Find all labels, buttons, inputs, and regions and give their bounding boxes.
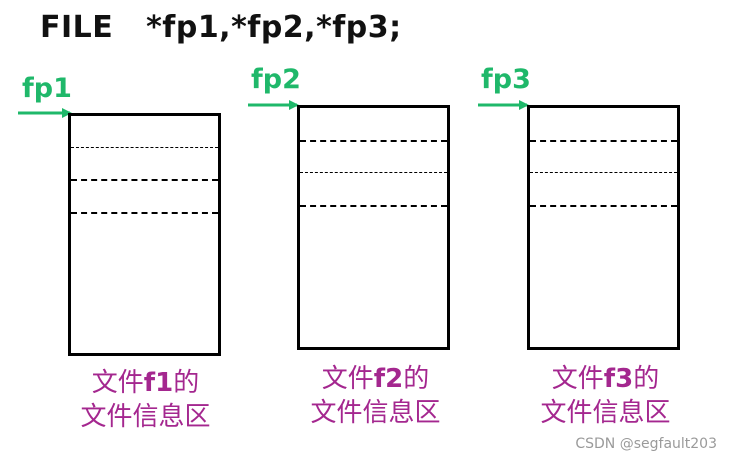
fp3-label: fp3 [481, 64, 531, 95]
caption-f3: 文件f3的 文件信息区 [518, 362, 693, 430]
divider-line [71, 179, 218, 181]
caption-f1: 文件f1的 文件信息区 [58, 366, 233, 434]
fp2-label: fp2 [251, 64, 301, 95]
caption-line2: 文件信息区 [310, 398, 441, 428]
divider-line [530, 205, 677, 207]
file-pointer-declaration: FILE *fp1,*fp2,*fp3; [40, 10, 402, 45]
caption-prefix: 文件 [91, 368, 144, 398]
caption-suffix: 的 [633, 364, 660, 394]
caption-line2: 文件信息区 [540, 398, 671, 428]
caption-prefix: 文件 [321, 364, 374, 394]
caption-file-name: f3 [603, 364, 634, 394]
file-info-area-f3 [527, 105, 680, 350]
divider-line [71, 212, 218, 214]
caption-suffix: 的 [173, 368, 200, 398]
file-info-area-f1 [68, 113, 221, 356]
file-info-area-f2 [297, 105, 450, 350]
caption-line2: 文件信息区 [80, 402, 211, 432]
caption-line1: 文件f3的 [518, 362, 693, 396]
caption-f2: 文件f2的 文件信息区 [288, 362, 463, 430]
divider-line [71, 147, 218, 148]
divider-line [300, 205, 447, 207]
divider-line [530, 140, 677, 142]
caption-line1: 文件f2的 [288, 362, 463, 396]
csdn-watermark: CSDN @segfault203 [575, 436, 717, 452]
divider-line [300, 140, 447, 142]
caption-suffix: 的 [403, 364, 430, 394]
divider-line [300, 172, 447, 173]
caption-file-name: f2 [373, 364, 404, 394]
divider-line [530, 172, 677, 173]
caption-line1: 文件f1的 [58, 366, 233, 400]
caption-file-name: f1 [143, 368, 174, 398]
fp1-label: fp1 [22, 73, 72, 104]
caption-prefix: 文件 [551, 364, 604, 394]
